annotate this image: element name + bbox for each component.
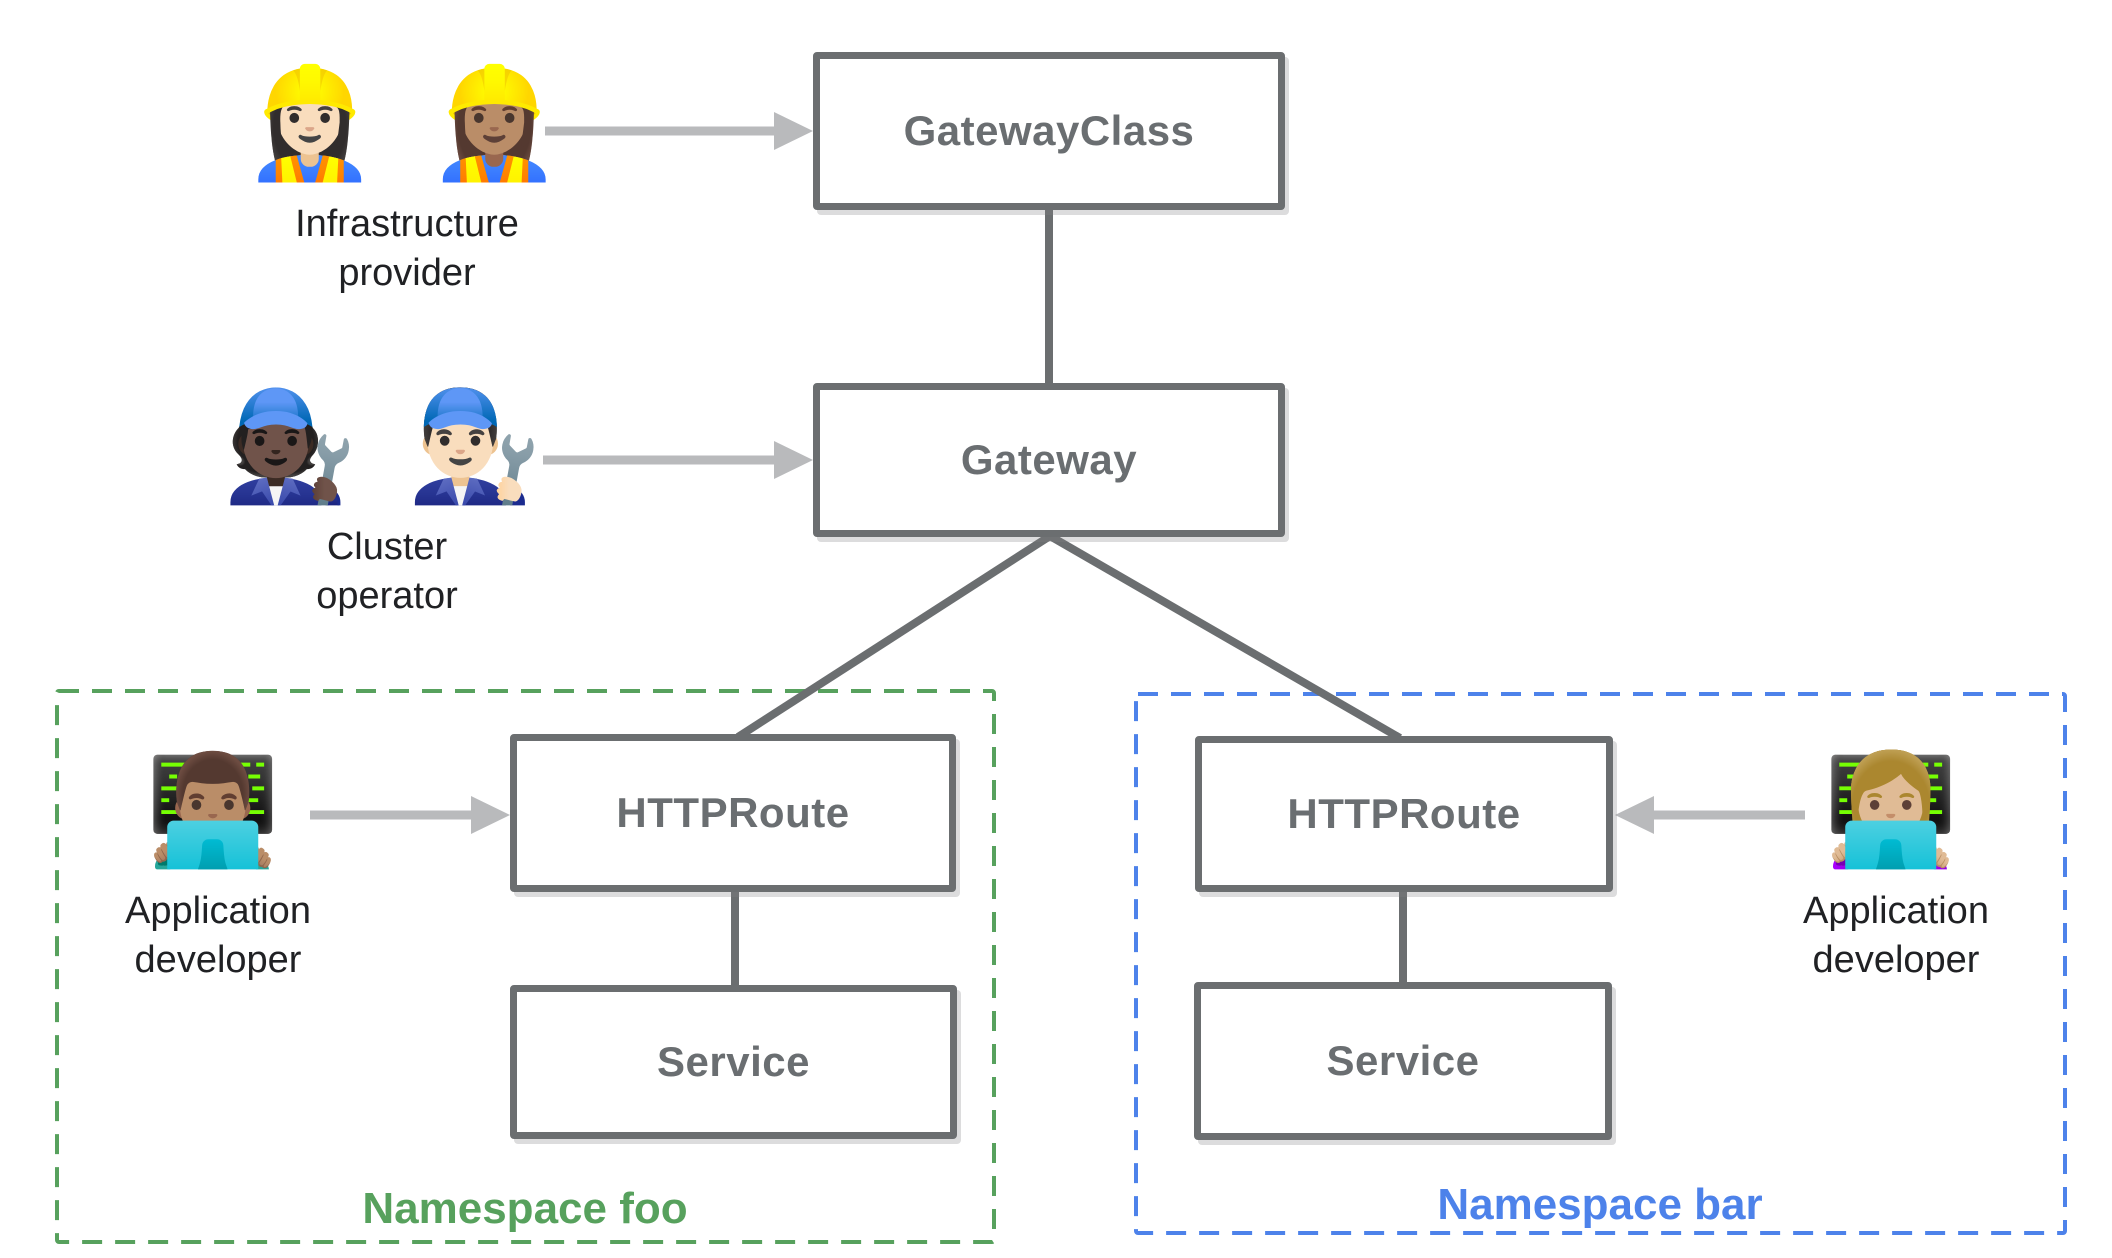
infrastructure-provider-persona: 👷🏻‍♀️ 👷🏽‍♀️ Infrastructure provider — [207, 55, 607, 297]
cluster-operator-label: Cluster operator — [316, 526, 458, 617]
application-developer-bar-label: Application developer — [1803, 890, 1989, 981]
edge-gateway-httproute-bar — [1048, 532, 1402, 742]
service-bar-node: Service — [1194, 982, 1612, 1140]
namespace-bar-label: Namespace bar — [1437, 1180, 1763, 1229]
mechanics-icon: 🧑🏿‍🔧 👨🏻‍🔧 — [222, 385, 552, 506]
gatewayclass-node-label: GatewayClass — [903, 107, 1195, 154]
httproute-bar-node: HTTPRoute — [1195, 736, 1613, 892]
httproute-bar-node-label: HTTPRoute — [1287, 790, 1521, 837]
service-foo-node: Service — [510, 985, 957, 1139]
application-developer-foo-persona: 👨🏽‍💻 Application developer — [38, 742, 398, 984]
application-developer-foo-label: Application developer — [125, 890, 311, 981]
gateway-node: Gateway — [813, 383, 1285, 537]
arrow-developer-to-httproute-foo — [310, 796, 510, 834]
woman-technologist-icon: 👩🏼‍💻 — [1823, 749, 1969, 870]
namespace-bar-boundary — [1134, 692, 2067, 1235]
httproute-foo-node: HTTPRoute — [510, 734, 956, 892]
arrow-developer-to-httproute-bar — [1615, 796, 1805, 834]
arrow-infrastructure-to-gatewayclass — [545, 112, 813, 150]
cluster-operator-persona: 🧑🏿‍🔧 👨🏻‍🔧 Cluster operator — [187, 378, 587, 620]
construction-workers-icon: 👷🏻‍♀️ 👷🏽‍♀️ — [242, 62, 572, 183]
httproute-foo-node-label: HTTPRoute — [616, 789, 850, 836]
gateway-node-label: Gateway — [960, 436, 1138, 483]
man-technologist-icon: 👨🏽‍💻 — [145, 749, 291, 870]
service-foo-node-label: Service — [657, 1038, 810, 1085]
gatewayclass-node: GatewayClass — [813, 52, 1285, 210]
service-bar-node-label: Service — [1326, 1037, 1480, 1084]
arrow-cluster-operator-to-gateway — [543, 441, 813, 479]
namespace-foo-boundary — [55, 689, 996, 1244]
application-developer-bar-persona: 👩🏼‍💻 Application developer — [1716, 742, 2076, 984]
namespace-foo-label: Namespace foo — [362, 1184, 688, 1233]
edge-gateway-httproute-foo — [735, 532, 1053, 741]
infrastructure-provider-label: Infrastructure provider — [295, 203, 519, 294]
